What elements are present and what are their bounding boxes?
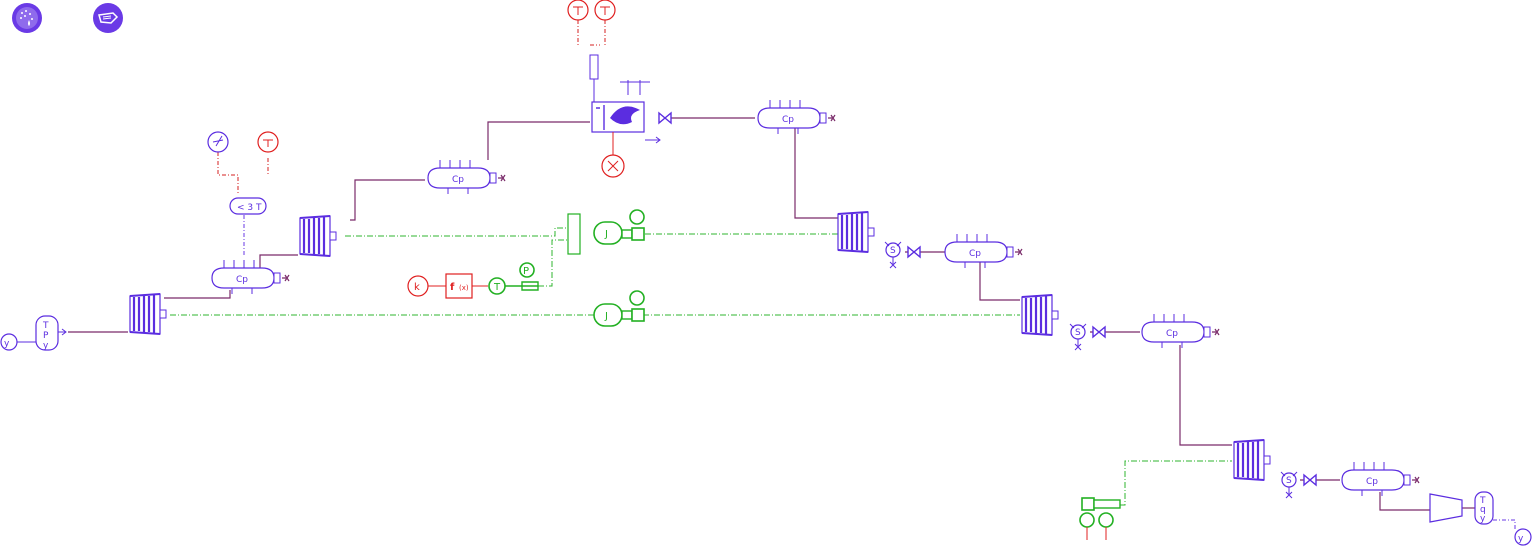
ambient-source-1[interactable] [207, 131, 229, 153]
heat-exchanger-5[interactable] [1232, 438, 1272, 482]
plenum-2[interactable] [427, 159, 506, 195]
heat-exchanger-4[interactable] [1020, 293, 1060, 337]
pressure-sensor[interactable]: P [519, 262, 535, 278]
power-label-2: J [604, 311, 608, 322]
plenum-3[interactable] [757, 99, 836, 135]
outlet-sensor-y: y [1480, 514, 1486, 524]
valve-2[interactable] [907, 246, 921, 258]
heat-exchanger-1[interactable] [128, 292, 168, 336]
evaporator-icon[interactable] [12, 3, 42, 33]
mixer-label: < 3 T [237, 203, 262, 213]
inlet-sensor-p: P [43, 331, 49, 341]
inlet-sensor-t: T [42, 321, 49, 331]
turbine-2[interactable]: J [593, 290, 645, 327]
heat-exchanger-3[interactable] [836, 210, 876, 254]
outlet-sink-label: y [1518, 534, 1524, 544]
power-label-1: J [604, 229, 608, 240]
exchanger-icon[interactable] [93, 3, 123, 33]
combustor[interactable] [589, 54, 661, 144]
shaft-sum-block[interactable] [567, 213, 581, 255]
plenum-5[interactable] [1141, 313, 1220, 349]
function-arg: (x) [459, 284, 469, 292]
function-block[interactable]: f (x) [445, 273, 473, 299]
pump-1[interactable] [884, 241, 902, 269]
outlet-sink[interactable]: y [1514, 528, 1532, 546]
outlet-sensor-q: q [1480, 505, 1486, 515]
fuel-control-1[interactable] [567, 0, 589, 21]
outlet-sensor[interactable]: T q y [1474, 491, 1494, 525]
plenum-1[interactable] [211, 259, 290, 295]
function-label: f [450, 282, 455, 293]
generator-assembly[interactable] [1079, 497, 1121, 540]
pump-3[interactable] [1280, 471, 1298, 499]
inlet-sensor-y: y [43, 341, 49, 351]
inlet-sensor[interactable]: T P y [35, 315, 67, 351]
inlet-source[interactable]: y [0, 333, 18, 351]
outlet-sensor-t: T [1479, 496, 1486, 506]
constant-label: k [414, 282, 420, 293]
inlet-source-label: y [4, 339, 10, 349]
outlet-diffuser[interactable] [1429, 493, 1463, 523]
plenum-6[interactable] [1341, 461, 1420, 497]
turbine-1[interactable]: J [593, 209, 645, 245]
combustor-control[interactable] [601, 132, 625, 178]
temp-sensor[interactable]: T [488, 277, 506, 295]
toolbar [0, 0, 130, 40]
pressure-sensor-label: P [523, 266, 529, 277]
valve-1[interactable] [658, 112, 672, 124]
pump-2[interactable] [1069, 323, 1087, 351]
valve-3[interactable] [1092, 326, 1106, 338]
plenum-4[interactable] [944, 233, 1023, 269]
ambient-control-1[interactable] [257, 131, 279, 153]
fuel-control-2[interactable] [594, 0, 616, 21]
heat-exchanger-2[interactable] [298, 214, 338, 258]
valve-4[interactable] [1303, 474, 1317, 486]
temp-sensor-label: T [493, 282, 501, 293]
mixer-block[interactable]: < 3 T [229, 197, 267, 215]
constant-block[interactable]: k [407, 275, 429, 297]
